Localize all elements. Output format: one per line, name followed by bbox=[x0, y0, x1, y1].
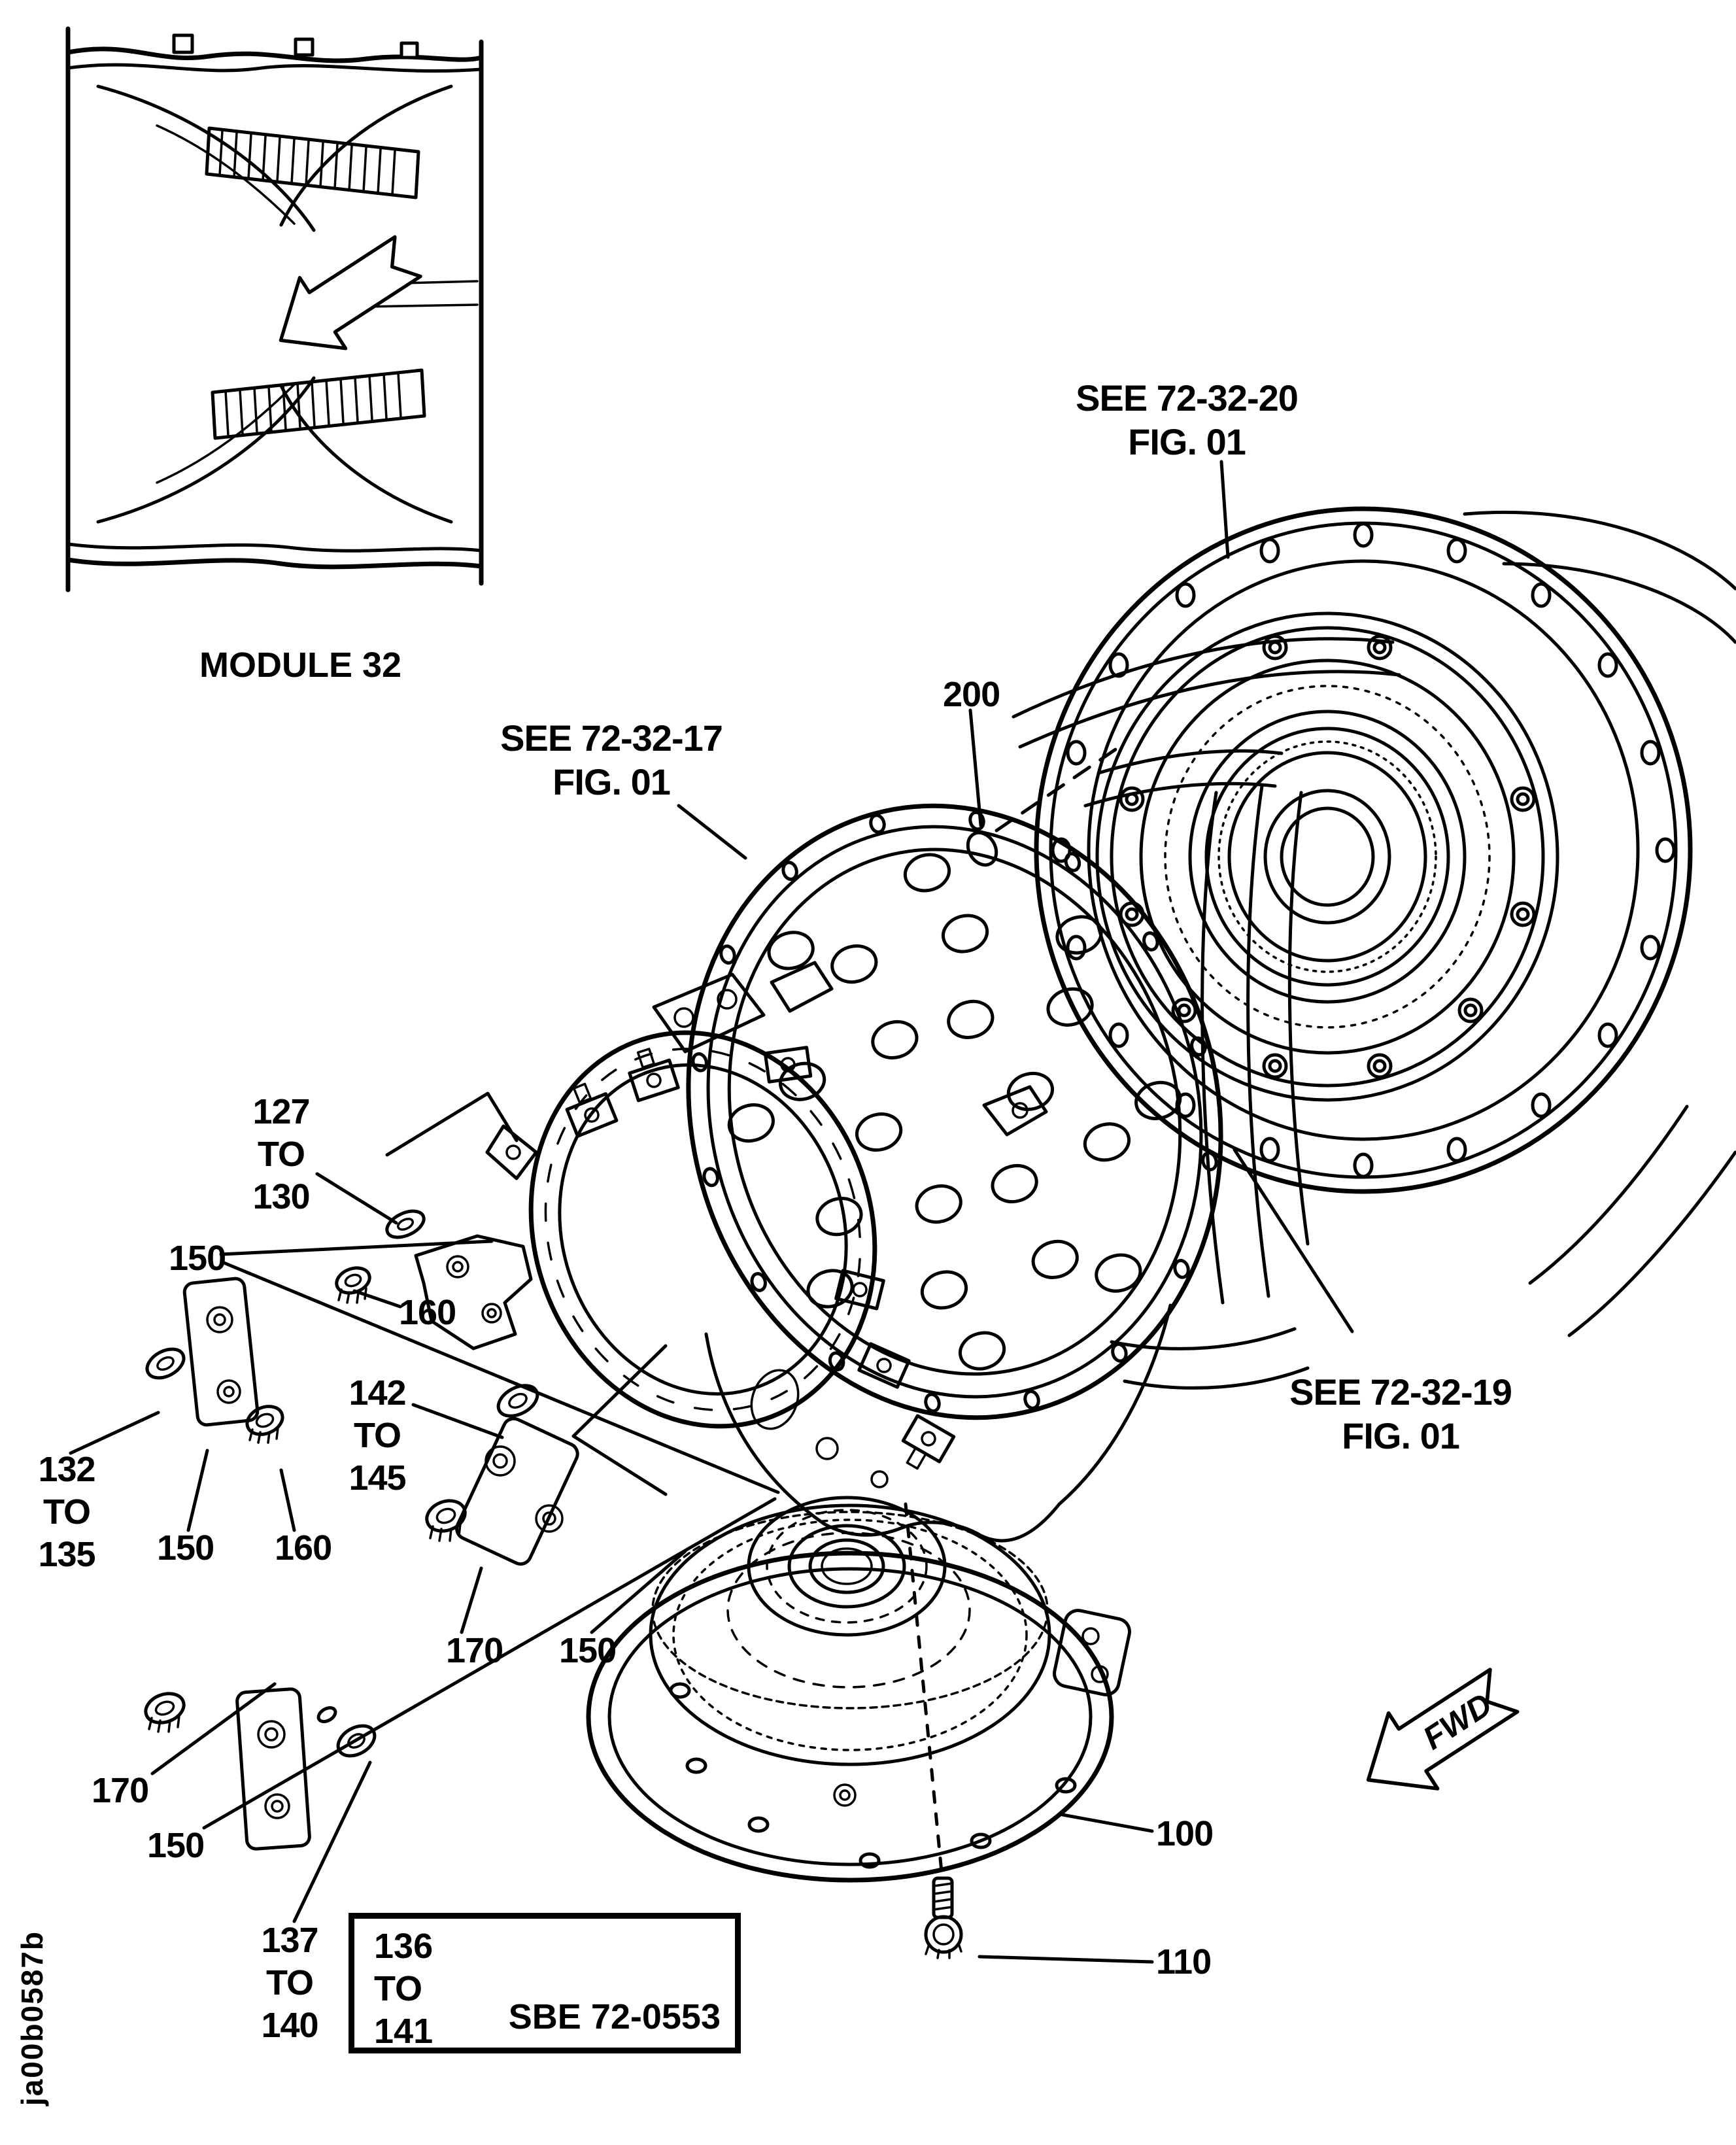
o-ring-200 bbox=[966, 831, 998, 867]
bevel-gear-assembly-100 bbox=[586, 1496, 1131, 1883]
module-label: MODULE 32 bbox=[199, 645, 402, 685]
ref-label-72-32-19: SEE 72-32-19 FIG. 01 bbox=[1289, 1371, 1512, 1457]
fwd-arrow: FWD bbox=[1366, 1668, 1520, 1791]
callout-170-b: 170 bbox=[92, 1771, 149, 1810]
blade-row-upper bbox=[205, 126, 420, 199]
blade-row-lower bbox=[211, 368, 426, 440]
dome-cover-72-32-17 bbox=[652, 803, 1223, 1420]
flange-ear bbox=[1053, 1609, 1131, 1696]
screw-110 bbox=[924, 1876, 963, 1959]
retainer-nuts bbox=[1119, 634, 1536, 1079]
leader-lines bbox=[69, 460, 1354, 1964]
module-inset-drawing bbox=[65, 26, 484, 592]
bracket-cluster-127-130 bbox=[335, 1209, 533, 1350]
seal-ring-brackets bbox=[485, 1046, 1048, 1470]
callout-142-to-145: 142 TO 145 bbox=[349, 1373, 406, 1498]
callout-127-to-130: 127 TO 130 bbox=[252, 1092, 310, 1216]
inset-direction-arrow bbox=[279, 235, 422, 351]
callout-160-a: 160 bbox=[399, 1293, 456, 1332]
callout-150-b: 150 bbox=[157, 1528, 214, 1568]
seal-ring-assembly bbox=[485, 1030, 1172, 1543]
bracket-cluster-142-145 bbox=[425, 1384, 579, 1566]
ref-label-72-32-20: SEE 72-32-20 FIG. 01 bbox=[1076, 377, 1299, 463]
margin-illustration-code: ja00b0587b bbox=[15, 1930, 49, 2106]
callout-137-to-140: 137 TO 140 bbox=[261, 1921, 318, 2045]
flange-bolt-holes bbox=[1051, 522, 1676, 1178]
flange-inner-gear-hub bbox=[1095, 611, 1559, 1102]
screw-plug bbox=[425, 1499, 467, 1542]
ref-label-72-32-17: SEE 72-32-17 FIG. 01 bbox=[500, 717, 723, 803]
dome-rim-holes bbox=[691, 810, 1218, 1413]
callout-150-a: 150 bbox=[169, 1239, 226, 1278]
callout-160-b: 160 bbox=[275, 1528, 332, 1568]
callout-110: 110 bbox=[1156, 1942, 1212, 1982]
screw-plug bbox=[144, 1692, 186, 1733]
callout-132-to-135: 132 TO 135 bbox=[38, 1450, 95, 1574]
callout-170-a: 170 bbox=[446, 1631, 503, 1670]
callout-100: 100 bbox=[1156, 1814, 1214, 1853]
bracket-cluster-132-135 bbox=[145, 1277, 284, 1444]
mount-plate bbox=[652, 961, 834, 1054]
callout-200: 200 bbox=[943, 675, 1000, 714]
reference-box-range: 136 TO 141 bbox=[374, 1927, 434, 2051]
callout-150-c: 150 bbox=[559, 1631, 617, 1670]
flange-holes bbox=[669, 1682, 1077, 1869]
gearbox-housing bbox=[704, 1303, 1172, 1543]
screw-plug bbox=[245, 1405, 284, 1444]
figure-sheet-code: SBE 72-0553 bbox=[508, 1997, 721, 2036]
callout-150-d: 150 bbox=[147, 1826, 205, 1865]
figure-reference-box: 136 TO 141 SBE 72-0553 bbox=[349, 1913, 741, 2053]
